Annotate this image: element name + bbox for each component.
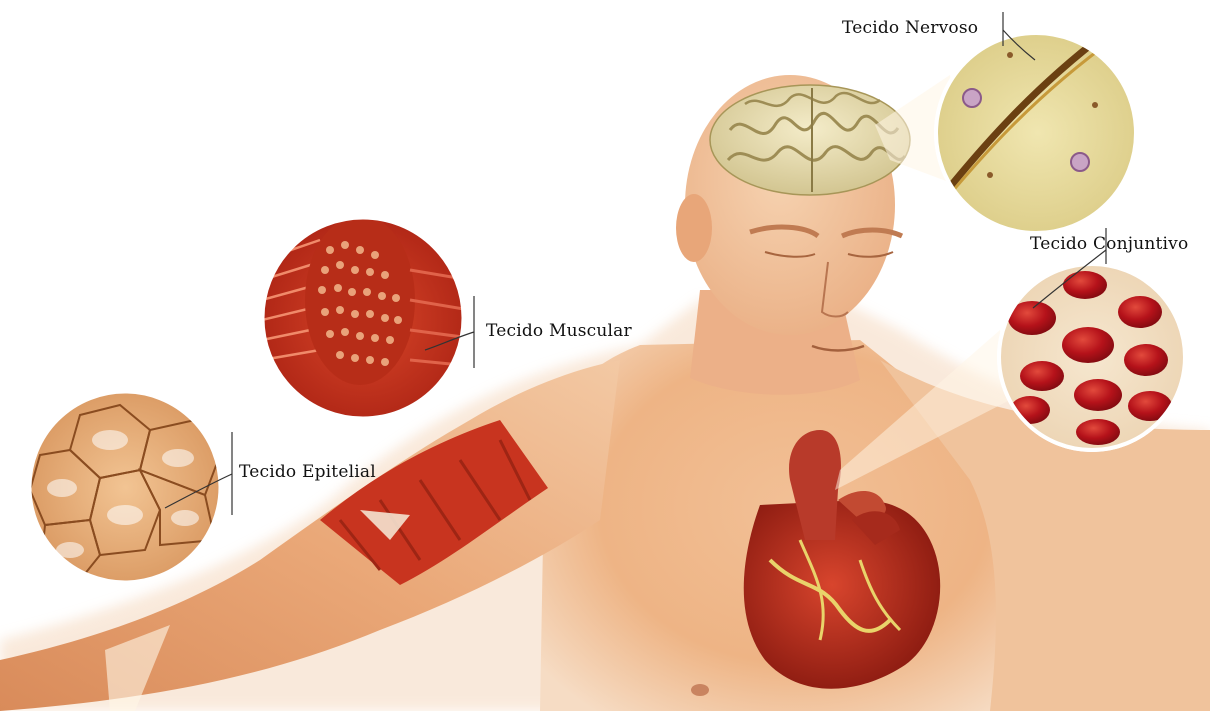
label-tecido-nervoso: Tecido Nervoso — [842, 18, 978, 38]
blood-cells-circle — [995, 262, 1190, 452]
label-tecido-muscular: Tecido Muscular — [486, 321, 632, 341]
label-tecido-epitelial: Tecido Epitelial — [239, 462, 376, 482]
epithelial-cells-circle — [28, 390, 223, 585]
muscle-fibers-circle — [260, 215, 470, 425]
label-tecido-conjuntivo: Tecido Conjuntivo — [1030, 234, 1188, 254]
nerve-tissue-circle — [930, 28, 1145, 238]
